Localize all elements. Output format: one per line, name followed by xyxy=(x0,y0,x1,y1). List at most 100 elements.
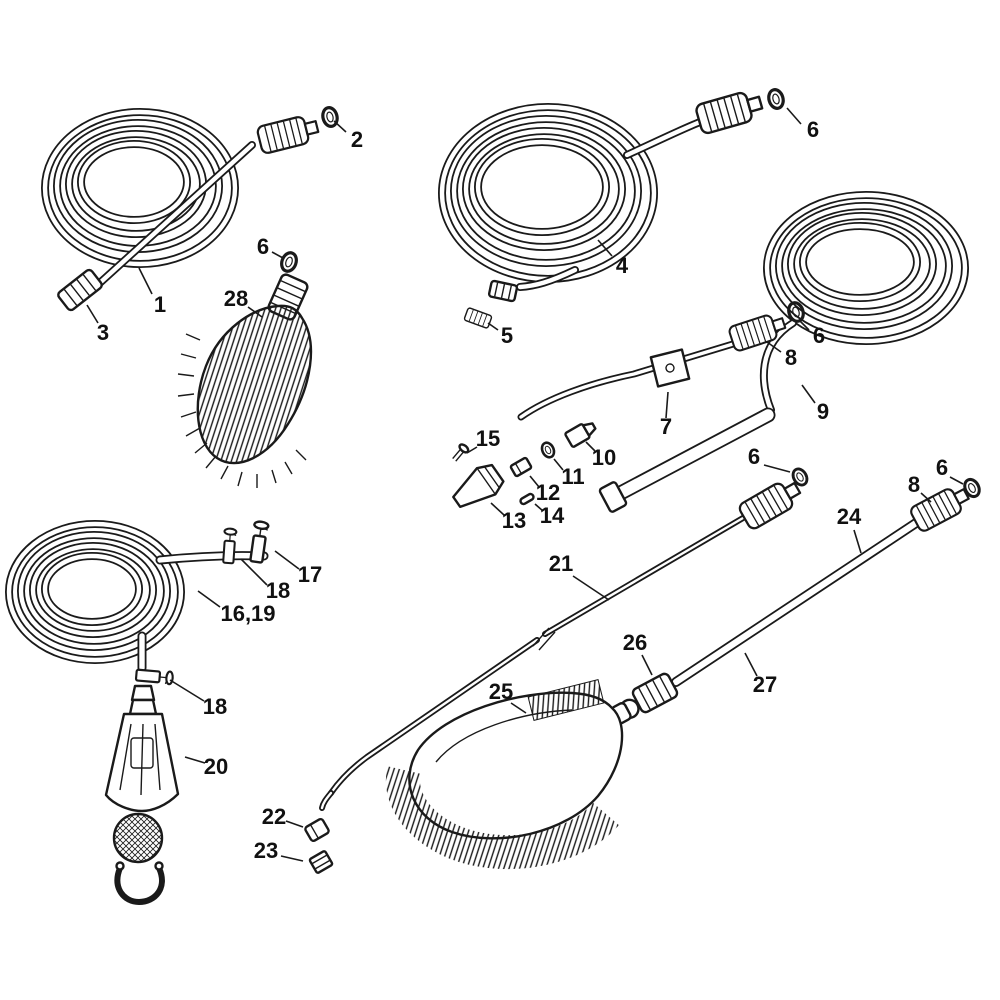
filter-screen xyxy=(112,812,164,864)
callout-22: 22 xyxy=(262,804,304,829)
part-label-3: 3 xyxy=(97,320,109,345)
callout-6-right: 6 xyxy=(936,455,964,485)
callout-8-right: 8 xyxy=(908,472,932,503)
part-label-24: 24 xyxy=(837,504,862,529)
screw-15 xyxy=(452,443,470,462)
suction-hose-set xyxy=(5,519,270,906)
collar-22 xyxy=(304,817,330,843)
callout-6-brush: 6 xyxy=(257,234,284,259)
fitting-3 xyxy=(55,267,105,313)
part-label-14: 14 xyxy=(540,503,565,528)
part-label-4: 4 xyxy=(616,253,629,278)
part-label-6e: 6 xyxy=(936,455,948,480)
brush-28-bristle-fringe xyxy=(177,333,307,488)
part-label-25: 25 xyxy=(489,679,513,704)
hose-4-coupling xyxy=(693,86,766,136)
retaining-clip xyxy=(114,865,165,906)
nozzle-10 xyxy=(564,422,597,448)
callout-3: 3 xyxy=(86,304,109,345)
oring-6-top-icon xyxy=(765,86,787,112)
extension-tube-21-assembly xyxy=(304,465,812,874)
callout-26: 26 xyxy=(623,630,653,676)
callout-15: 15 xyxy=(466,426,500,454)
callout-23: 23 xyxy=(254,838,304,863)
part-label-11: 11 xyxy=(561,464,584,489)
part-label-18b: 18 xyxy=(203,694,227,719)
callout-9: 9 xyxy=(801,384,829,424)
hose-4-assembly xyxy=(438,86,787,330)
callout-12: 12 xyxy=(529,475,560,505)
part-label-12: 12 xyxy=(536,480,560,505)
swivel-joint-26 xyxy=(610,672,679,725)
part-label-9: 9 xyxy=(817,399,829,424)
wand-7-block xyxy=(649,348,691,388)
nozzle-kit xyxy=(452,422,597,509)
part-label-1: 1 xyxy=(154,292,166,317)
brush-25-bristles xyxy=(385,766,619,870)
callout-6-mid: 6 xyxy=(798,319,825,348)
callout-20: 20 xyxy=(184,754,228,779)
callout-5: 5 xyxy=(487,322,513,348)
part-label-6a: 6 xyxy=(257,234,269,259)
brush-25-top-bristles xyxy=(527,679,605,721)
hose-1-assembly xyxy=(41,104,341,313)
pin-14 xyxy=(519,492,535,506)
part-label-28: 28 xyxy=(224,286,248,311)
clamp-18-lower xyxy=(134,667,175,686)
part-label-27: 27 xyxy=(753,672,777,697)
part-label-6c: 6 xyxy=(813,323,825,348)
callout-10: 10 xyxy=(585,441,616,470)
nozzle-guard-13 xyxy=(452,463,505,509)
clamp-18-upper xyxy=(221,527,238,565)
part-label-8b: 8 xyxy=(908,472,920,497)
part-label-10: 10 xyxy=(592,445,616,470)
callout-7: 7 xyxy=(660,391,672,439)
callout-4: 4 xyxy=(597,239,629,278)
part-label-6b: 6 xyxy=(807,117,819,142)
callout-11: 11 xyxy=(553,458,585,489)
callout-24: 24 xyxy=(837,504,862,554)
callout-27: 27 xyxy=(744,652,777,697)
callout-6-tube21: 6 xyxy=(748,444,791,473)
part-label-17: 17 xyxy=(298,562,322,587)
callout-21: 21 xyxy=(549,551,610,601)
hose-4-threaded-tip xyxy=(487,279,519,303)
sleeve-12 xyxy=(509,456,533,478)
hose-1-coupling xyxy=(255,112,322,156)
callout-18-lower: 18 xyxy=(169,679,227,719)
tube-21-coupling xyxy=(736,474,806,532)
callout-18-upper: 18 xyxy=(240,558,290,603)
part-label-22: 22 xyxy=(262,804,286,829)
part-label-15: 15 xyxy=(476,426,500,451)
callout-17: 17 xyxy=(274,550,322,587)
part-label-6d: 6 xyxy=(748,444,760,469)
callout-1: 1 xyxy=(138,267,166,317)
callout-8-mid: 8 xyxy=(766,341,797,370)
callout-28: 28 xyxy=(224,286,263,318)
part-label-23: 23 xyxy=(254,838,278,863)
part-label-8a: 8 xyxy=(785,345,797,370)
brush-28-head xyxy=(196,304,313,465)
part-label-21: 21 xyxy=(549,551,573,576)
callout-16-19: 16,19 xyxy=(197,590,276,626)
part-label-18a: 18 xyxy=(266,578,290,603)
part-label-20: 20 xyxy=(204,754,228,779)
nipple-5 xyxy=(463,306,493,330)
nut-23 xyxy=(308,850,334,874)
callout-2: 2 xyxy=(333,120,363,152)
part-label-16-19: 16,19 xyxy=(220,601,275,626)
oring-11-icon xyxy=(538,439,558,461)
part-label-2: 2 xyxy=(351,127,363,152)
filter-20 xyxy=(104,684,180,813)
oring-6-brush-icon xyxy=(277,249,301,275)
callout-6-top: 6 xyxy=(786,107,819,142)
brush-28-assembly xyxy=(177,249,313,488)
part-label-5: 5 xyxy=(501,323,513,348)
part-label-13: 13 xyxy=(502,508,526,533)
callout-13: 13 xyxy=(490,502,526,533)
part-label-26: 26 xyxy=(623,630,647,655)
callout-14: 14 xyxy=(534,503,565,528)
oring-2-icon xyxy=(319,104,341,130)
